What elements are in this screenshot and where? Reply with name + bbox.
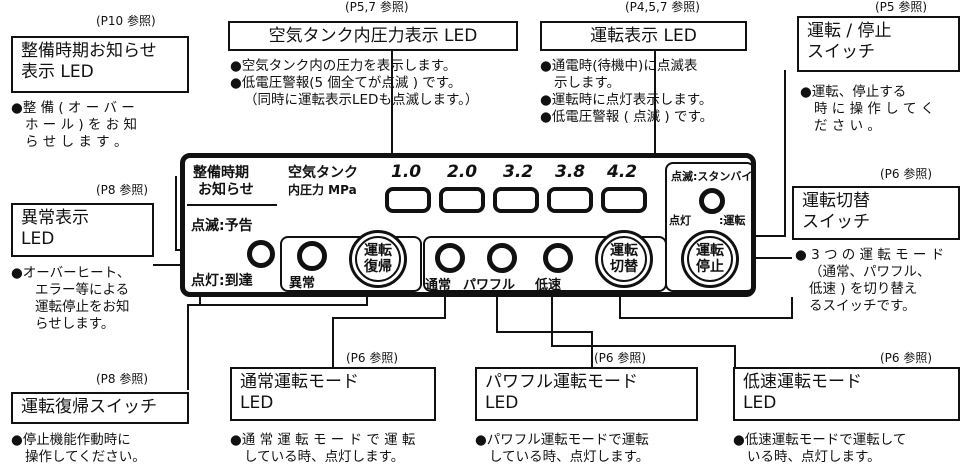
pressure-led-3 <box>493 187 539 213</box>
ref-powerful: (P6 参照) <box>594 351 647 365</box>
desc-normal: ●通 常 運 転 モ ー ド で 運 転している時、点灯します。 <box>230 432 416 465</box>
pressure-value-1: 1.0 <box>391 162 422 182</box>
label-maintenance-line2: 表示 LED <box>21 62 94 82</box>
label-mode-switch: 運転切替 スイッチ <box>792 186 960 240</box>
label-abnormal-led: 異常表示 LED <box>11 203 154 257</box>
pressure-value-3: 3.2 <box>503 162 534 182</box>
panel-lowspeed-label: 低速 <box>535 278 562 293</box>
ref-mode-switch: (P6 参照) <box>880 167 933 181</box>
panel-lit-label: 点灯 <box>669 214 691 227</box>
panel-tank-label: 空気タンク内圧力 MPa <box>288 165 358 197</box>
pressure-led-5 <box>601 187 647 213</box>
label-maintenance-line1: 整備時期お知らせ <box>21 41 157 61</box>
desc-abnormal: ●オーバーヒート、エラー等による運転停止をお知らせします。 <box>11 265 131 332</box>
run-stop-button[interactable]: 運転 停止 <box>681 230 739 288</box>
panel-blink-notice: 点滅:予告 <box>191 218 253 234</box>
ref-maintenance: (P10 参照) <box>96 14 156 28</box>
label-powerful-led: パワフル運転モード LED <box>475 367 698 421</box>
abnormal-led <box>297 241 327 271</box>
label-normal-led: 通常運転モード LED <box>230 367 436 421</box>
pressure-value-5: 4.2 <box>607 162 638 182</box>
pressure-led-4 <box>547 187 593 213</box>
panel-abnormal-label: 異常 <box>289 276 316 291</box>
desc-reset: ●停止機能作動時に操作してください。 <box>11 432 146 465</box>
leader-mode-switch <box>619 292 793 319</box>
panel-standby-label: 点滅:スタンバイ <box>671 170 753 183</box>
label-air-tank-led: 空気タンク内圧力表示 LED <box>228 21 518 51</box>
panel-maintenance-label: 整備時期お知らせ <box>193 165 254 198</box>
pressure-value-2: 2.0 <box>447 162 478 182</box>
label-lowspeed-led: 低速運転モード LED <box>733 367 960 421</box>
ref-run-display: (P4,5,7 参照) <box>625 0 700 14</box>
leader-powerful <box>496 270 593 367</box>
desc-powerful: ●パワフル運転モードで運転している時、点灯します。 <box>475 432 650 465</box>
panel-powerful-label: パワフル <box>463 278 516 293</box>
ref-air-tank: (P5,7 参照) <box>345 0 409 14</box>
desc-air-tank: ●空気タンク内の圧力を表示します。●低電圧警報(5 個全てが点滅 ) です。（同… <box>230 58 479 108</box>
desc-run-stop: ●運転、停止する時 に 操 作 し て くだ さ い 。 <box>800 84 935 134</box>
ref-abnormal: (P8 参照) <box>96 183 149 197</box>
desc-run-display: ●通電時(待機中)に点滅表示します。●運転時に点灯表示します。●低電圧警報 ( … <box>540 58 714 125</box>
abnormal-reset-group <box>280 236 422 292</box>
normal-mode-led <box>435 243 465 273</box>
pressure-led-1 <box>385 187 431 213</box>
label-reset-switch: 運転復帰スイッチ <box>11 392 189 424</box>
desc-lowspeed: ●低速運転モードで運転している時、点灯します。 <box>733 432 907 465</box>
leader-lowspeed <box>551 270 736 367</box>
lowspeed-mode-led <box>543 243 573 273</box>
label-run-display-led: 運転表示 LED <box>540 21 747 51</box>
panel-normal-label: 通常 <box>425 278 452 293</box>
pressure-value-4: 3.8 <box>555 162 586 182</box>
maintenance-led <box>247 240 275 268</box>
reset-button[interactable]: 運転 復帰 <box>349 230 407 288</box>
label-run-stop-line2: スイッチ <box>807 42 875 62</box>
ref-lowspeed: (P6 参照) <box>880 351 933 365</box>
run-stop-group <box>665 162 755 292</box>
desc-maintenance: ●整 備 ( オ ー バ ーホ ー ル ) を お 知ら せ し ま す 。 <box>11 100 138 150</box>
pressure-led-2 <box>439 187 485 213</box>
ref-reset: (P8 参照) <box>96 372 149 386</box>
ref-normal: (P6 参照) <box>346 351 399 365</box>
panel-running-label: :運転 <box>719 214 746 227</box>
mode-switch-button[interactable]: 運転 切替 <box>595 230 653 288</box>
label-run-stop-line1: 運転 / 停止 <box>807 21 892 41</box>
run-display-led <box>699 188 725 214</box>
desc-mode-switch: ● 3 つ の 運 転 モ ー ド（通常、パワフル、低速 ) を切り替えるスイッ… <box>795 247 945 314</box>
powerful-mode-led <box>487 243 517 273</box>
panel-lit-reached: 点灯:到達 <box>191 273 253 289</box>
ref-run-stop: (P5 参照) <box>875 0 928 14</box>
panel-divider <box>187 204 277 206</box>
label-maintenance-led: 整備時期お知らせ 表示 LED <box>11 36 189 93</box>
control-panel: 整備時期お知らせ 点滅:予告 点灯:到達 空気タンク内圧力 MPa 1.0 2.… <box>180 153 756 297</box>
label-run-stop-switch: 運転 / 停止 スイッチ <box>797 16 960 72</box>
